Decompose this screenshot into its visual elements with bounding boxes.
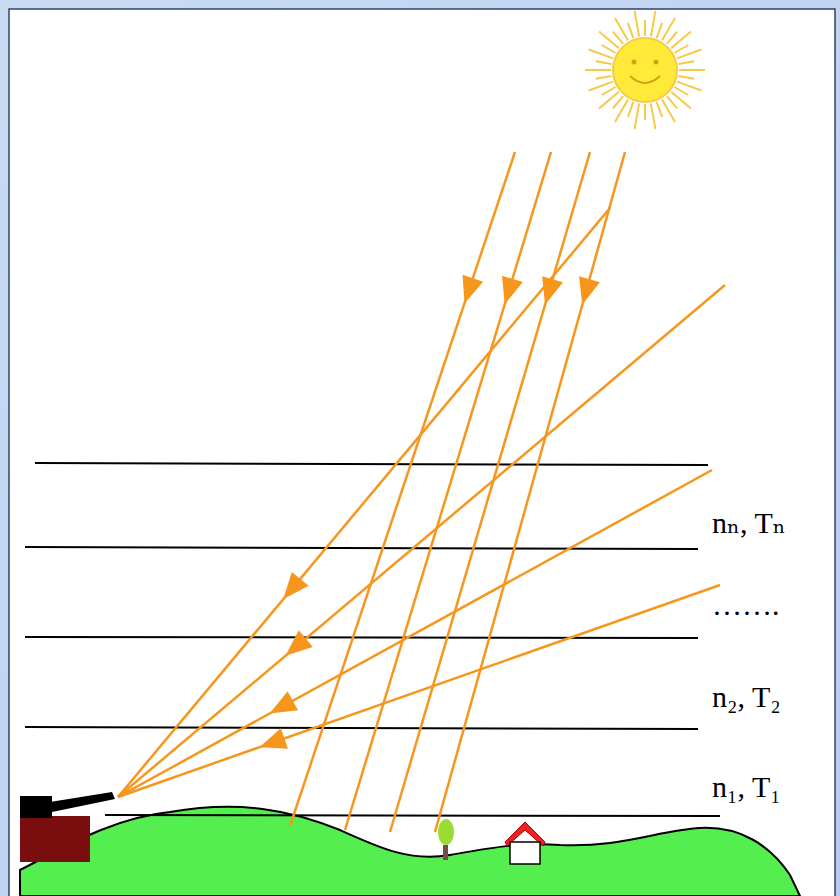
- sun-ray: [677, 82, 701, 91]
- sun-ray: [585, 69, 611, 71]
- sun-ray: [657, 23, 662, 38]
- arrowhead: [464, 277, 481, 301]
- sun-ray: [602, 45, 616, 53]
- sun-ray: [674, 87, 688, 95]
- layer-lines: [25, 463, 720, 816]
- layer-label: nₙ, Tₙ: [712, 506, 786, 539]
- sun-ray: [651, 11, 656, 37]
- tree-trunk: [443, 845, 448, 860]
- sun-ray: [674, 45, 688, 53]
- arrowhead: [288, 633, 311, 654]
- sun-ray: [667, 96, 677, 108]
- sun-ray: [613, 32, 623, 44]
- sun-ray: [615, 18, 628, 41]
- light-ray: [118, 285, 725, 797]
- arrowhead: [272, 693, 296, 711]
- sun-ray: [644, 20, 646, 36]
- sun-ray: [635, 103, 640, 129]
- arrowhead: [503, 277, 520, 301]
- sun-ray: [677, 49, 701, 58]
- light-ray: [118, 470, 712, 797]
- arrowhead: [285, 574, 306, 597]
- sun-ray: [596, 61, 612, 64]
- sun-ray: [678, 61, 694, 64]
- tree-crown: [438, 819, 454, 845]
- arrowhead: [580, 278, 597, 302]
- layer-label: n₂, T₂: [712, 680, 781, 713]
- sun-ray: [635, 11, 640, 37]
- light-ray: [345, 152, 551, 830]
- ground-hills: [20, 807, 800, 896]
- sun-ray: [602, 87, 616, 95]
- light-rays: [118, 152, 725, 832]
- sun-ray: [651, 103, 656, 129]
- light-ray: [435, 152, 625, 832]
- layer-label: …….: [712, 588, 780, 621]
- arrowhead: [262, 730, 286, 747]
- sun-ray: [678, 76, 694, 79]
- light-ray: [118, 208, 610, 797]
- sun-ray: [589, 82, 613, 91]
- sun-ray: [679, 69, 705, 71]
- arrowhead: [544, 278, 561, 302]
- light-ray: [118, 585, 720, 797]
- sun-ray: [628, 102, 633, 117]
- sun-ray: [596, 76, 612, 79]
- telescope: [20, 792, 115, 862]
- sun-ray: [644, 104, 646, 120]
- layer-label: n₁, T₁: [712, 770, 781, 803]
- panel: [9, 9, 835, 896]
- light-ray: [390, 152, 590, 832]
- house-body: [510, 842, 540, 864]
- sun-ray: [662, 99, 675, 122]
- sun-ray: [589, 49, 613, 58]
- sun-ray: [628, 23, 633, 38]
- sun-ray: [613, 96, 623, 108]
- sun-ray: [657, 102, 662, 117]
- sun: [585, 11, 705, 129]
- sun-ray: [667, 32, 677, 44]
